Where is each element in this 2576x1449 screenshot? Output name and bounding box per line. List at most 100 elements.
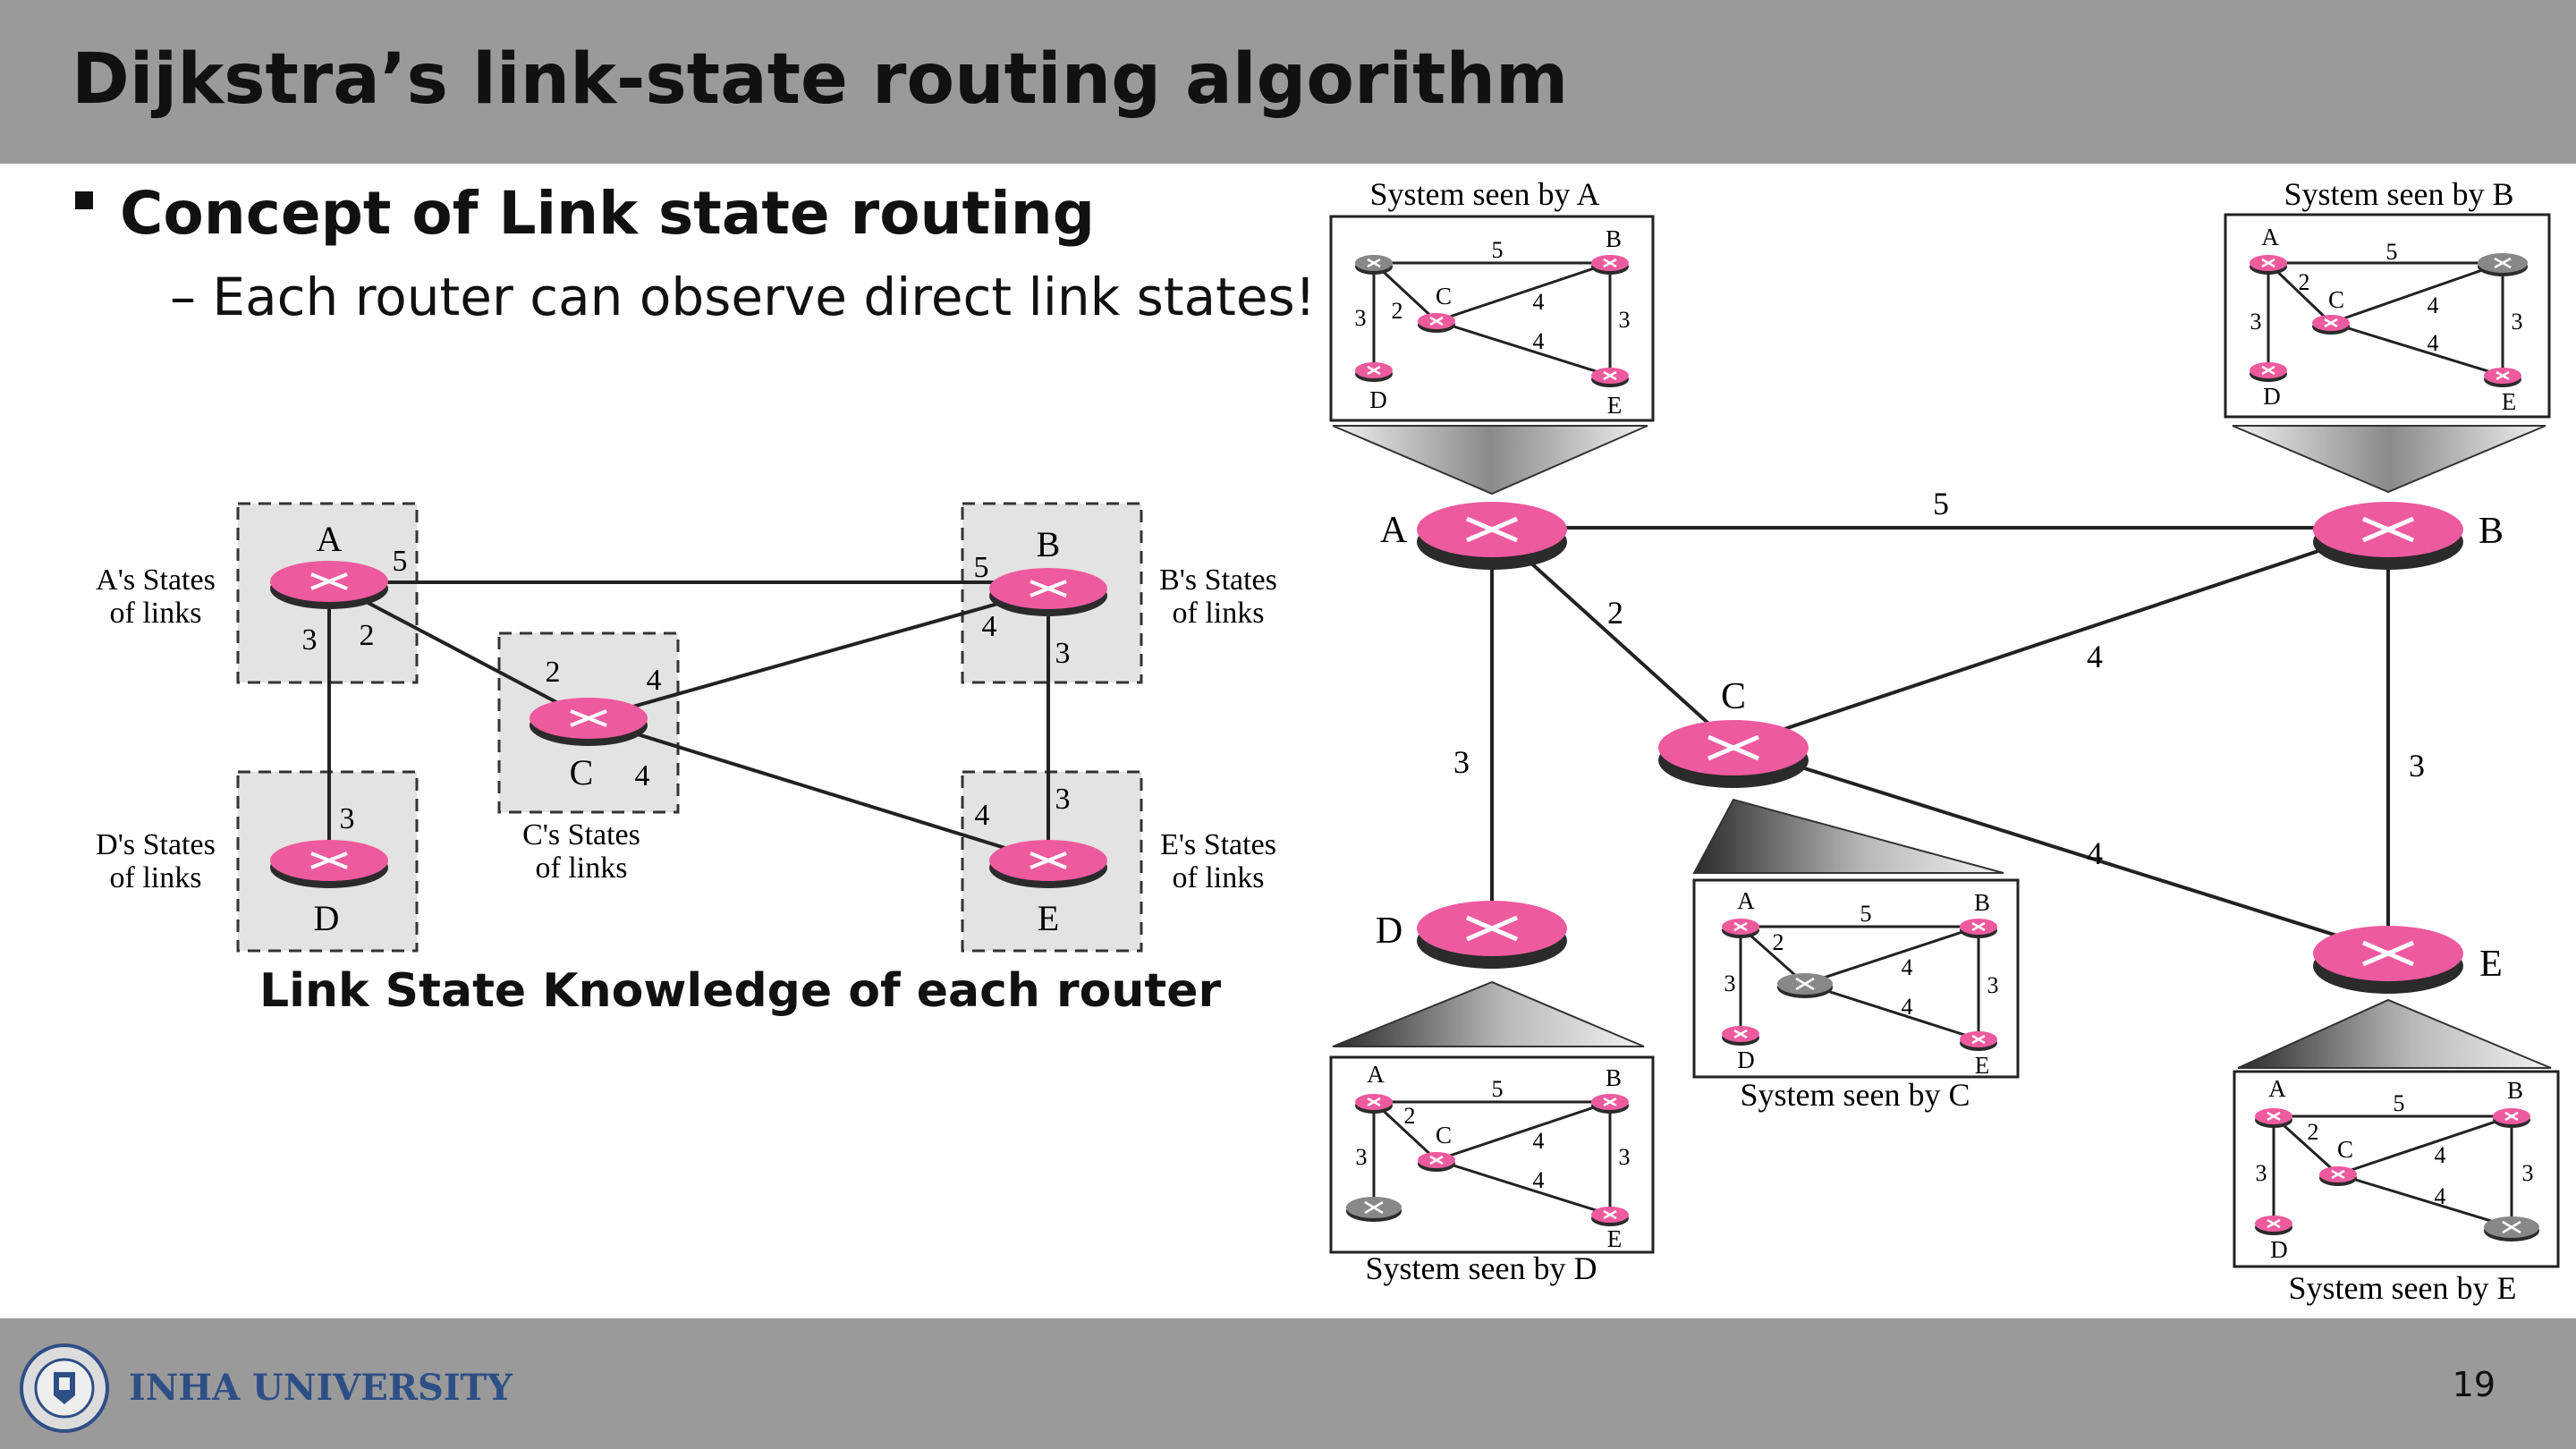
left-router-a [270,561,388,609]
left-link-state-diagram: A B C D E 5 5 2 2 3 3 4 4 3 3 4 4 A's St… [96,502,1277,953]
view-d-cost-bc: 4 [1533,1128,1545,1154]
view-e-cost-ce: 4 [2435,1183,2446,1209]
left-name-d: D [314,898,340,938]
right-router-e [2313,926,2463,994]
left-name-c: C [570,752,594,792]
left-state-label-d-line2: of links [110,861,202,894]
view-c-label-d: D [1737,1046,1755,1073]
view-title-a: System seen by A [1370,176,1600,212]
view-a-cost-be: 3 [1619,307,1631,333]
view-a-cost-ab: 5 [1492,237,1504,263]
cone-c [1692,798,2004,874]
right-name-c: C [1721,676,1746,717]
view-d-cost-ad: 3 [1356,1144,1368,1170]
view-c-cost-ab: 5 [1860,901,1872,927]
slide-title: Dijkstra’s link-state routing algorithm [72,39,1569,120]
diagram-caption: Link State Knowledge of each router [259,964,1222,1018]
view-e-label-c: C [2337,1136,2353,1163]
view-title-e: System seen by E [2289,1270,2517,1306]
view-title-c: System seen by C [1741,1077,1970,1113]
right-cost-be: 3 [2409,748,2425,784]
view-title-d: System seen by D [1366,1250,1597,1286]
left-state-label-e-line2: of links [1173,861,1265,894]
left-link-ce [588,717,1049,863]
view-b-cost-bc: 4 [2428,292,2439,318]
view-c-cost-ac: 2 [1773,929,1784,955]
view-e-cost-ab: 5 [2394,1090,2405,1116]
left-state-label-a-line2: of links [110,597,202,630]
left-state-label-a-line1: A's States [96,564,216,597]
left-cost-e-to-c: 4 [975,799,990,832]
right-name-d: D [1376,911,1402,952]
view-title-b: System seen by B [2284,176,2514,212]
view-a-cost-ad: 3 [1355,305,1367,331]
right-cost-ab: 5 [1933,486,1949,521]
heading-concept: Concept of Link state routing [120,179,1095,248]
view-b-cost-be: 3 [2512,309,2523,335]
view-a-label-c: C [1436,283,1452,309]
left-state-label-c-line2: of links [536,852,628,885]
view-e-label-a: A [2268,1075,2286,1102]
left-state-label-d-line1: D's States [96,828,216,861]
view-e-cost-ac: 2 [2308,1119,2319,1145]
view-a-label-d: D [1369,386,1387,413]
left-cost-c-to-b: 4 [647,664,662,697]
view-e-label-d: D [2270,1236,2288,1263]
title-bar [0,0,2576,164]
right-cost-ac: 2 [1607,595,1623,631]
view-b-label-a: A [2261,224,2279,250]
view-c-cost-ce: 4 [1902,994,1913,1020]
left-name-e: E [1038,898,1059,938]
right-link-ce [1733,744,2389,953]
left-cost-c-to-a: 2 [546,656,561,689]
view-c-cost-ad: 3 [1724,970,1736,996]
left-cost-e-to-b: 3 [1055,783,1071,816]
view-d-cost-ab: 5 [1492,1076,1504,1102]
view-seen-by-d: A B C E 5 2 3 4 3 4 System seen by D [1329,1055,1655,1286]
right-cost-ce: 4 [2087,835,2103,871]
cone-b [2232,425,2546,494]
view-e-cost-be: 3 [2522,1160,2534,1186]
view-a-cost-ac: 2 [1392,298,1403,324]
view-c-label-e: E [1975,1052,1990,1079]
footer-bar [0,1318,2576,1449]
view-seen-by-a: System seen by A B C D E 5 2 3 4 3 4 [1329,176,1655,422]
view-d-label-e: E [1607,1225,1623,1252]
view-e-label-b: B [2507,1077,2523,1104]
view-b-label-e: E [2502,388,2517,415]
right-name-b: B [2479,511,2504,552]
left-router-e [989,840,1107,888]
view-a-label-e: E [1607,392,1623,419]
left-cost-b-to-c: 4 [982,610,997,643]
view-d-cost-ce: 4 [1533,1167,1545,1193]
view-seen-by-b: System seen by B A C D E 5 2 3 4 3 4 [2224,176,2551,419]
left-state-label-e-line1: E's States [1160,828,1276,861]
left-link-ac [328,580,589,721]
view-d-cost-ac: 2 [1404,1103,1416,1129]
right-cost-bc: 4 [2087,639,2103,674]
view-d-label-a: A [1367,1061,1385,1088]
left-state-label-c-line1: C's States [522,818,640,852]
view-b-label-c: C [2328,286,2344,313]
view-d-label-c: C [1436,1122,1452,1148]
university-name: INHA UNIVERSITY [129,1367,513,1409]
right-name-e: E [2479,944,2503,985]
right-router-b [2313,502,2463,570]
right-name-a: A [1380,510,1408,551]
bullet-square-icon [75,191,93,209]
view-c-cost-be: 3 [1987,972,1999,998]
left-router-d [270,840,388,888]
view-c-cost-bc: 4 [1902,954,1913,980]
left-router-b [989,568,1107,616]
left-cost-a-to-b: 5 [393,545,408,578]
right-network-diagram: A B C D E 5 2 3 4 3 4 [1332,425,2552,1069]
page-number: 19 [2452,1365,2496,1404]
view-e-cost-ad: 3 [2256,1160,2267,1186]
left-cost-b-to-e: 3 [1055,637,1071,670]
view-b-cost-ab: 5 [2386,239,2398,265]
subpoint-text: – Each router can observe direct link st… [170,267,1317,327]
left-link-bc [588,588,1049,721]
view-d-cost-be: 3 [1619,1144,1631,1170]
left-state-label-b-line2: of links [1173,597,1265,630]
